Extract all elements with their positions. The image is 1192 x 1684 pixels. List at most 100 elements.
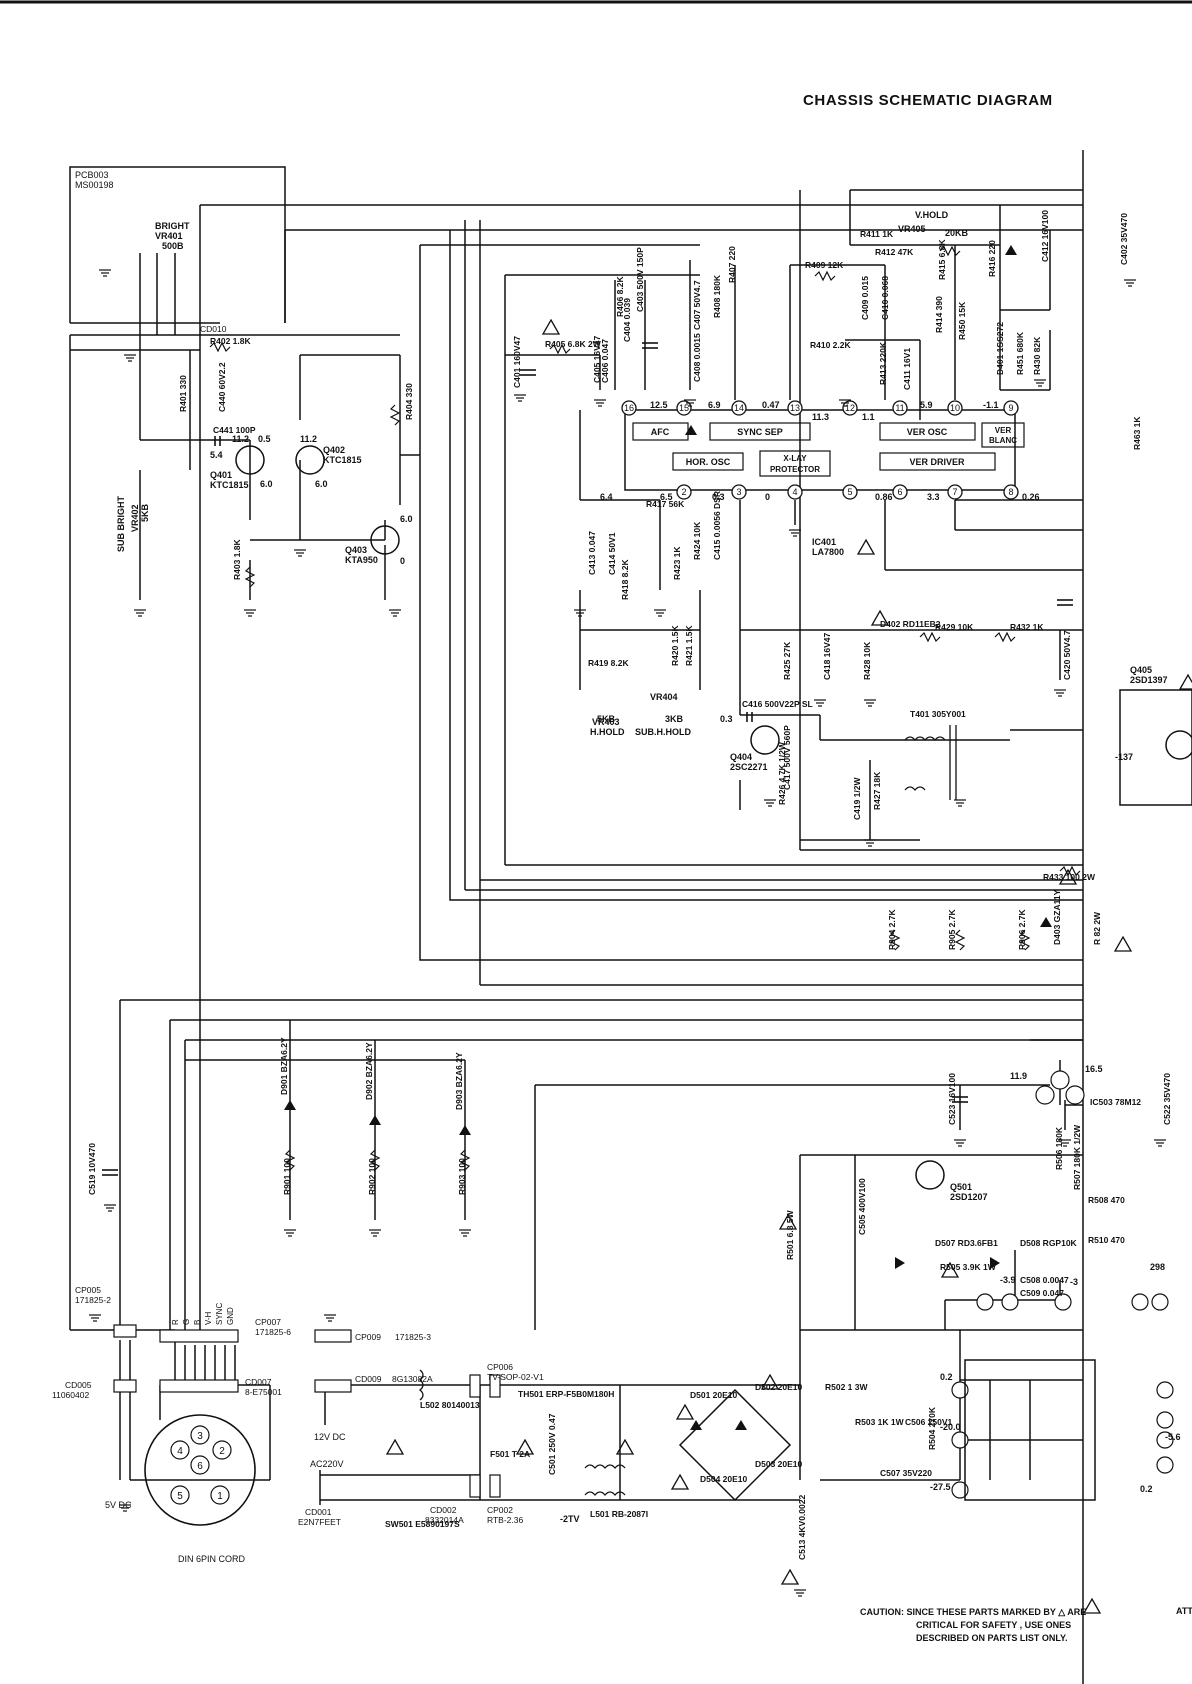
voltage-label: 6.9	[708, 400, 721, 410]
power-ic-body	[964, 1359, 1096, 1501]
pcb-part: MS00198	[75, 180, 114, 190]
svg-text:2: 2	[681, 487, 686, 497]
q402-part: KTC1815	[323, 455, 362, 465]
q401-ref: Q401	[210, 470, 232, 480]
part-label-d502: D502 20E10	[755, 1382, 803, 1392]
part-label-r419: R419 8.2K	[588, 658, 629, 668]
svg-text:3: 3	[736, 487, 741, 497]
q501-part: 2SD1207	[950, 1192, 988, 1202]
cp002-part: RTB-2.36	[487, 1515, 523, 1525]
part-label-r428: R428 10K	[862, 641, 872, 680]
part-label-c403: C403 500V 150P	[635, 247, 645, 312]
voltage-label: 1.1	[862, 412, 875, 422]
part-label-r: R 82 2W	[1092, 911, 1102, 945]
svg-text:5: 5	[847, 487, 852, 497]
part-label-r905: R905 2.7K	[947, 909, 957, 950]
svg-text:9: 9	[1008, 403, 1013, 413]
part-label-r412: R412 47K	[875, 247, 914, 257]
part-label-c523: C523 16V100	[947, 1073, 957, 1125]
cp007-pin-3: V-H	[204, 1311, 213, 1325]
voltage-label: 0.26	[1022, 492, 1040, 502]
vr404-value: 3KB	[665, 714, 684, 724]
part-label-r501: R501 6.8 5W	[785, 1209, 795, 1260]
part-label-c405: C405 16V47	[592, 335, 602, 383]
part-label-d401: D401 1SS272	[995, 322, 1005, 375]
q405-box	[1119, 689, 1192, 806]
part-label-d902: D902 BZA6.2Y	[364, 1042, 374, 1100]
svg-text:16: 16	[624, 403, 634, 413]
svg-text:10: 10	[950, 403, 960, 413]
ic-block-xlay: X-LAY	[783, 454, 807, 463]
svg-text:8: 8	[1008, 487, 1013, 497]
part-label-ic503: IC503 78M12	[1090, 1097, 1141, 1107]
part-label-r510: R510 470	[1088, 1235, 1125, 1245]
part-label-th501: TH501 ERP-F5B0M180H	[518, 1389, 614, 1399]
part-label-c406: C406 0.047	[600, 339, 610, 383]
cd005-ref: CD005	[65, 1380, 92, 1390]
part-label-l501: L501 RB-2087I	[590, 1509, 648, 1519]
part-label-r508: R508 470	[1088, 1195, 1125, 1205]
part-label-r504: R504 270K	[927, 1406, 937, 1450]
vr402-ref: VR402	[130, 504, 140, 532]
part-label-c506: C506 250V1	[905, 1417, 953, 1427]
part-label-r430: R430 82K	[1032, 336, 1042, 375]
part-label-c408: C408 0.0015	[692, 333, 702, 382]
q405-part: 2SD1397	[1130, 675, 1168, 685]
voltage-label: 6.5	[660, 492, 673, 502]
part-label-r902: R902 100	[367, 1158, 377, 1195]
part-label-r408: R408 180K	[712, 274, 722, 318]
resistor-symbols	[209, 245, 1081, 1171]
svg-text:5: 5	[177, 1491, 183, 1502]
part-label-c401: C401 160V47	[512, 336, 522, 388]
cp007-part: 171825-6	[255, 1327, 291, 1337]
cd009-ref: CD009	[355, 1374, 382, 1384]
cd005-part: 11060402	[52, 1390, 89, 1400]
voltage-label: -20.0	[940, 1422, 961, 1432]
caution-tail: ATT	[1176, 1606, 1192, 1616]
part-label-c441: C441 100P	[213, 425, 256, 435]
vr405-value: 20KB	[945, 228, 969, 238]
voltage-label: -2TV	[560, 1514, 580, 1524]
q401-part: KTC1815	[210, 480, 249, 490]
part-label-c440: C440 60V2.2	[217, 362, 227, 412]
part-label-r506: R506 180K	[1054, 1126, 1064, 1170]
voltage-label: 0.3	[712, 492, 725, 502]
q404-ref: Q404	[730, 752, 752, 762]
part-label-c410: C410 0.068	[880, 276, 890, 320]
voltage-label: -137	[1115, 752, 1133, 762]
part-label-c404: C404 0.039	[622, 298, 632, 342]
hhold-label: H.HOLD	[590, 727, 625, 737]
ic-block-ver: VER	[995, 426, 1012, 435]
transistor-symbols	[235, 445, 1192, 1190]
part-label-r507: R507 180K 1/2W	[1072, 1124, 1082, 1190]
caution-line1b: ARE	[1067, 1607, 1087, 1617]
part-label-d403: D403 GZA11Y	[1052, 889, 1062, 945]
part-label-sw501: SW501 E5890197S	[385, 1519, 460, 1529]
svg-text:13: 13	[790, 403, 800, 413]
voltage-label: 0.86	[875, 492, 893, 502]
power-ic-pins	[951, 1293, 1174, 1499]
subhhold-label: SUB.H.HOLD	[635, 727, 692, 737]
voltage-label: 5.9	[920, 400, 933, 410]
voltage-label: 12.5	[650, 400, 668, 410]
part-label-r427: R427 18K	[872, 771, 882, 810]
ic-block-ver-driver: VER DRIVER	[909, 457, 965, 467]
part-label-r502: R502 1 3W	[825, 1382, 868, 1392]
12v-dc-label: 12V DC	[314, 1432, 346, 1442]
voltage-label: 11.2	[300, 434, 317, 444]
caution-line1: CAUTION: SINCE THESE PARTS MARKED BY	[860, 1607, 1056, 1617]
voltage-label: 0.2	[940, 1372, 953, 1382]
part-label-d903: D903 BZA6.2Y	[454, 1052, 464, 1110]
part-label-d501: D501 20E10	[690, 1390, 738, 1400]
ic-block-ver-osc: VER OSC	[907, 427, 948, 437]
vhold-label: V.HOLD	[915, 210, 949, 220]
caution-warning-icon: △	[1058, 1607, 1066, 1617]
cp007-pin-0: R	[171, 1319, 180, 1325]
vr405-ref: VR405	[898, 224, 926, 234]
voltage-label: -3	[1070, 1277, 1078, 1287]
bright-label: BRIGHT	[155, 221, 190, 231]
